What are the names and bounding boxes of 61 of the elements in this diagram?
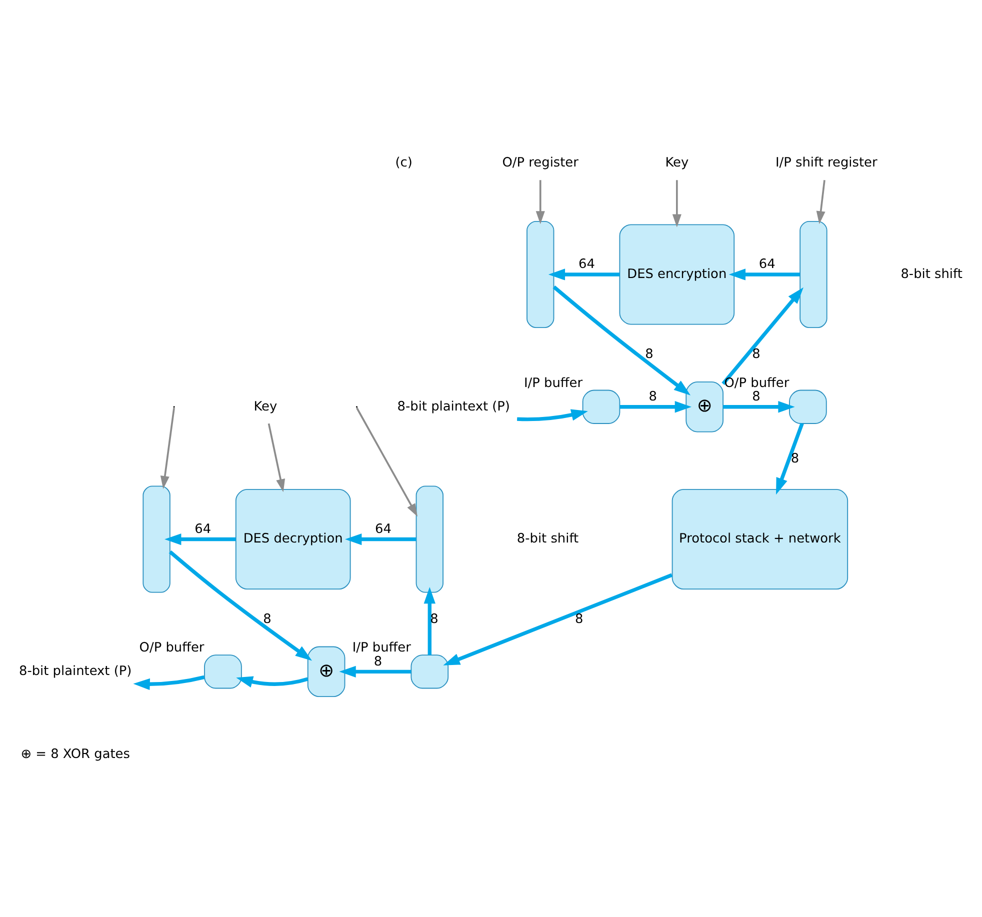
arrow (168, 550, 312, 660)
arrow (723, 400, 795, 412)
arrow (776, 422, 804, 494)
edge-label: 64 (758, 256, 776, 272)
node-box: DES decryption (235, 488, 351, 590)
edge-label: 8 (648, 389, 658, 404)
label: (c) (395, 155, 412, 170)
edge-label: 64 (194, 521, 212, 536)
node-box (142, 485, 170, 592)
arrow (356, 406, 418, 516)
arrow (620, 400, 692, 412)
node-text: Key (665, 155, 689, 170)
arrow (443, 572, 673, 665)
arrow (236, 676, 308, 687)
node-box (526, 220, 554, 328)
node-box: ⊕ (307, 646, 346, 697)
edge-label: 8 (790, 450, 800, 466)
arrow (517, 408, 588, 421)
node-text: Key (254, 398, 278, 414)
edge-label: 64 (375, 521, 392, 536)
node-box (416, 485, 444, 592)
edge-label: 8 (575, 611, 584, 626)
label: 8-bit shift (516, 531, 579, 546)
node-box: Protocol stack + network (672, 488, 848, 590)
edge-label: 8 (752, 346, 760, 362)
arrow (339, 665, 411, 677)
node-label: I/P buffer (352, 640, 411, 656)
arrow (728, 268, 800, 280)
arrow (345, 532, 416, 545)
edge-label: 8 (645, 346, 654, 362)
node-box (789, 389, 827, 424)
edge-label: 64 (578, 256, 595, 272)
arrow (552, 285, 691, 395)
arrow (672, 180, 682, 227)
edge-label: 8 (374, 654, 382, 669)
node-text: 8-bit plaintext (P) (19, 664, 132, 679)
node-text: 8-bit plaintext (P) (397, 398, 510, 414)
arrow (816, 180, 826, 224)
arrow (164, 532, 236, 545)
label: ⊕ = 8 XOR gates (20, 746, 130, 762)
node-box: DES encryption (619, 224, 735, 324)
node-box: ⊕ (686, 381, 724, 432)
node-text: I/P shift register (775, 155, 878, 170)
arrow (160, 407, 175, 488)
arrow (722, 286, 804, 384)
edge-label: 8 (752, 389, 760, 404)
node-box (800, 220, 828, 328)
label: 8-bit shift (900, 266, 962, 282)
node-box (204, 654, 242, 688)
node-box (410, 654, 449, 688)
node-label: O/P buffer (139, 640, 204, 656)
edge-label: 8 (263, 611, 272, 626)
node-label: O/P buffer (724, 375, 790, 390)
arrow (548, 268, 620, 280)
node-box (582, 389, 620, 424)
node-label: I/P buffer (524, 375, 583, 390)
arrow (268, 422, 286, 492)
arrow (133, 674, 205, 690)
arrow (424, 586, 436, 654)
arrow (536, 180, 545, 224)
node-text: O/P register (502, 155, 578, 170)
